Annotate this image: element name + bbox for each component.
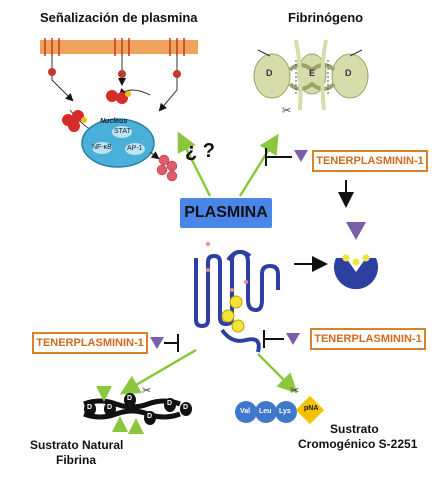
scissors-icon-chromo: ✂ <box>290 385 300 397</box>
signaling-title: Señalización de plasmina <box>40 10 198 25</box>
signaling-panel <box>40 38 198 182</box>
nucleus-shape <box>81 118 155 168</box>
substrate-chromo-line1: Sustrato <box>330 422 379 436</box>
peptide-val: Val <box>240 408 251 415</box>
tenerplasminin-box-left: TENERPLASMININ-1 <box>32 332 148 354</box>
peptide-leu: Leu <box>259 408 272 415</box>
tenerplasminin-box-top: TENERPLASMININ-1 <box>312 150 428 172</box>
gene-product-cluster <box>156 154 178 182</box>
fibrinogen-title: Fibrinógeno <box>288 10 364 25</box>
scissors-icon: ✂ <box>282 105 292 117</box>
fibrin-d-6: D <box>183 404 189 411</box>
domain-d-left: D <box>266 68 273 78</box>
green-arrows <box>119 131 354 395</box>
peptide-pna: pNA <box>304 405 319 412</box>
substrate-natural-line1: Sustrato Natural <box>30 438 124 452</box>
plasmina-label: PLASMINA <box>180 198 272 228</box>
question-mark: ¿ ? <box>185 140 215 162</box>
receptor-cluster-center <box>106 90 128 104</box>
domain-d-right: D <box>345 68 352 78</box>
cell-membrane <box>40 40 198 54</box>
nucleus-label: Nucleus <box>100 118 128 125</box>
inhibition-top <box>265 148 308 166</box>
tenerplasminin-box-right: TENERPLASMININ-1 <box>310 328 426 350</box>
fibrin-d-2: D <box>107 404 113 411</box>
inhibitor-bound-triangle <box>346 222 366 240</box>
nfkb-label: NF-κB <box>92 144 112 151</box>
peptide-lys: Lys <box>279 408 291 415</box>
fibrin-chain <box>83 386 192 434</box>
inhibition-right <box>263 330 300 348</box>
fibrin-d-4: D <box>147 413 153 420</box>
substrate-chromo-line2: Cromogénico S-2251 <box>298 437 418 451</box>
stat-label: STAT <box>114 128 131 135</box>
substrate-natural-line2: Fibrina <box>56 453 97 467</box>
ap1-label: AP-1 <box>127 145 143 152</box>
receptor-cluster-left <box>62 110 84 132</box>
fibrin-d-3: D <box>127 395 133 402</box>
plasmin-structure <box>194 242 280 353</box>
fibrinogen-panel <box>253 39 369 111</box>
chromogenic-substrate <box>235 395 325 425</box>
fibrin-d-5: D <box>167 400 173 407</box>
scissors-icon-fibrin: ✂ <box>142 385 152 397</box>
active-site <box>334 222 378 290</box>
fibrin-d-1: D <box>87 404 93 411</box>
inhibition-left <box>150 334 179 352</box>
domain-e: E <box>309 68 316 78</box>
